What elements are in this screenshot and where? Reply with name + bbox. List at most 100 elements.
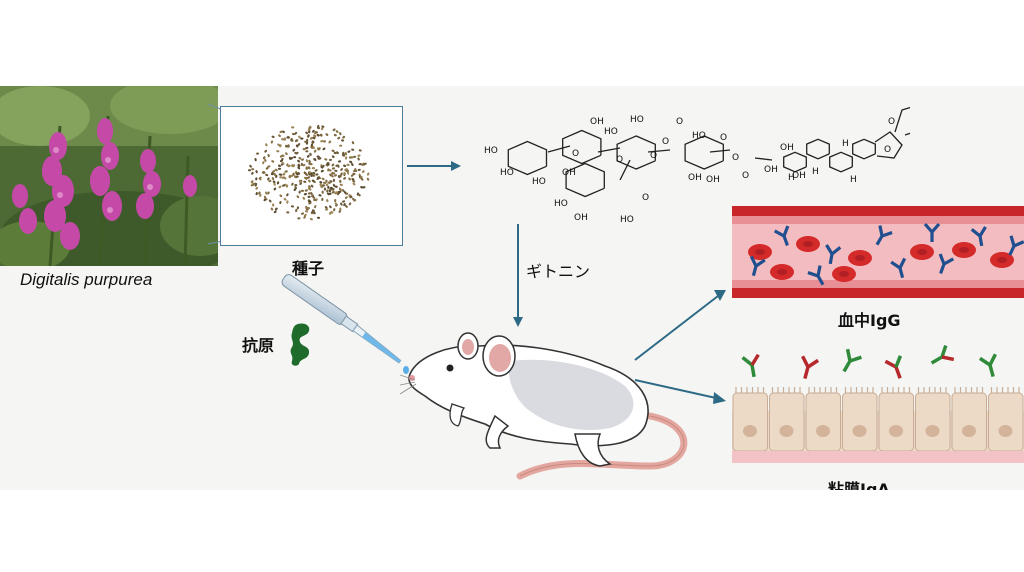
seed (295, 144, 299, 148)
seed (264, 149, 267, 153)
molecule-atom-label: O (642, 193, 649, 203)
seed (327, 181, 331, 184)
mucosa-epithelium (732, 345, 1024, 463)
seed (300, 158, 305, 161)
seed (281, 138, 285, 141)
seed (286, 193, 289, 197)
seed (334, 169, 338, 172)
arrows-to-outcomes (634, 290, 726, 404)
seed (366, 177, 370, 181)
seed (351, 178, 355, 181)
seed (360, 186, 364, 189)
seed (281, 154, 285, 157)
bond (616, 135, 656, 170)
seed (321, 127, 324, 131)
seed (357, 193, 361, 197)
seed (298, 135, 301, 139)
seed (304, 210, 309, 213)
seed (298, 179, 302, 183)
seed (250, 180, 254, 184)
seed (325, 208, 329, 211)
seed (326, 199, 329, 203)
seed (326, 192, 330, 196)
seed (279, 144, 282, 148)
seed (268, 199, 272, 203)
bond (507, 140, 548, 176)
seed (331, 167, 336, 170)
cell-nucleus (779, 425, 794, 437)
seed (321, 164, 325, 168)
seed (272, 180, 276, 184)
iga-antibody-icon (930, 345, 955, 365)
seed (295, 172, 299, 176)
seed (286, 211, 290, 214)
molecule-atom-label: HO (692, 131, 706, 141)
seed (307, 186, 311, 190)
seed (331, 190, 335, 194)
seed (339, 132, 342, 136)
seed (263, 198, 267, 202)
seed (316, 126, 321, 130)
arrow-molecule-to-mouse (513, 224, 523, 327)
seed (298, 156, 302, 160)
cell-nucleus (743, 425, 757, 437)
seed (303, 213, 307, 217)
seed (294, 186, 297, 190)
molecule-atom-label: HO (500, 168, 514, 178)
seed (346, 171, 350, 175)
seed (292, 172, 295, 176)
seed (342, 200, 346, 203)
seed (329, 180, 333, 183)
seed (318, 147, 321, 151)
cell-nucleus (816, 425, 830, 437)
molecule-atom-label: HO (484, 146, 498, 156)
bond (684, 135, 724, 170)
seed (313, 149, 317, 153)
seed (323, 187, 327, 191)
seed (328, 140, 332, 144)
bond (894, 106, 910, 136)
seed (367, 172, 370, 176)
seed (274, 207, 278, 211)
seed (340, 189, 344, 192)
cell-nucleus (925, 425, 940, 437)
seed (305, 159, 309, 163)
bond (874, 131, 903, 159)
antibody-icon (825, 244, 842, 265)
seed (310, 192, 313, 196)
seed (342, 135, 346, 139)
seed (255, 177, 258, 181)
seed (262, 156, 266, 160)
seed (312, 136, 316, 140)
seed (321, 197, 324, 201)
molecule-atom-label: OH (764, 165, 778, 175)
seed (346, 163, 350, 167)
seed (312, 171, 316, 175)
cell-nucleus (998, 425, 1013, 437)
bond (597, 147, 621, 153)
seed (348, 177, 351, 181)
seed (278, 134, 281, 138)
seed (325, 179, 328, 183)
seed (267, 165, 271, 168)
seed (334, 202, 338, 206)
seed (252, 182, 255, 187)
seed (319, 181, 323, 184)
seed (290, 205, 295, 208)
seed (320, 185, 324, 189)
antibody-icon (749, 255, 766, 277)
molecule-atom-label: OH (780, 143, 794, 153)
seed (325, 183, 329, 187)
seed (264, 158, 267, 162)
epithelial-cell (915, 392, 951, 452)
molecule-atom-label: O (616, 155, 623, 165)
seed (314, 205, 317, 209)
seed (322, 181, 327, 185)
bond (562, 129, 602, 165)
seed (358, 162, 362, 166)
seed (304, 140, 308, 143)
seed (316, 176, 321, 179)
seed (337, 136, 341, 140)
seed (300, 212, 305, 215)
